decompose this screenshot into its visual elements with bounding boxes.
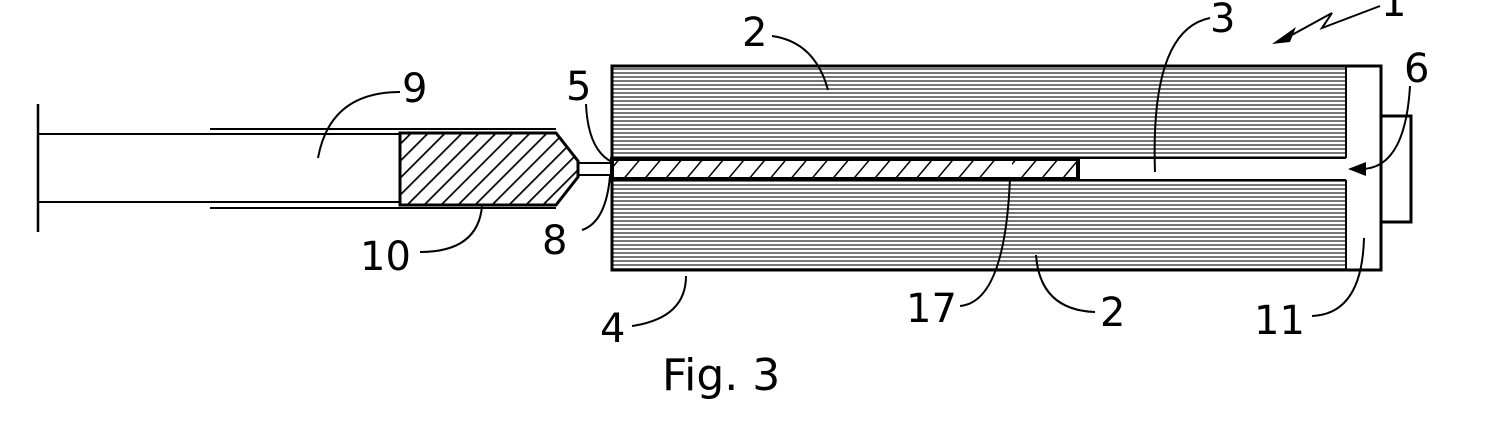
syringe-contents: [400, 133, 578, 205]
label-5: 5: [566, 64, 591, 110]
arrowhead-6: [1348, 162, 1366, 176]
leader-1-zigzag: [1290, 6, 1380, 36]
label-11: 11: [1254, 298, 1305, 344]
end-block-6: [1381, 116, 1411, 222]
leader-5: [586, 104, 612, 162]
figure-caption: Fig. 3: [662, 350, 780, 401]
label-1: 1: [1381, 0, 1406, 26]
syringe: [38, 104, 612, 232]
lower-layer-block: [612, 180, 1346, 270]
upper-layer-block: [612, 66, 1346, 158]
leader-10: [420, 206, 482, 252]
label-8: 8: [542, 218, 567, 264]
device-body: [612, 66, 1411, 270]
label-9: 9: [402, 66, 427, 112]
leader-9: [318, 92, 400, 158]
leader-8: [582, 176, 610, 230]
rod-gap: [1000, 161, 1012, 177]
label-3: 3: [1210, 0, 1235, 42]
leader-4: [632, 276, 686, 326]
label-6: 6: [1404, 46, 1429, 92]
label-10: 10: [360, 234, 411, 280]
label-17: 17: [906, 286, 957, 332]
label-4: 4: [600, 306, 625, 352]
arrowhead-1: [1272, 27, 1296, 44]
label-2-top: 2: [742, 10, 767, 56]
label-2-bottom: 2: [1100, 290, 1125, 336]
